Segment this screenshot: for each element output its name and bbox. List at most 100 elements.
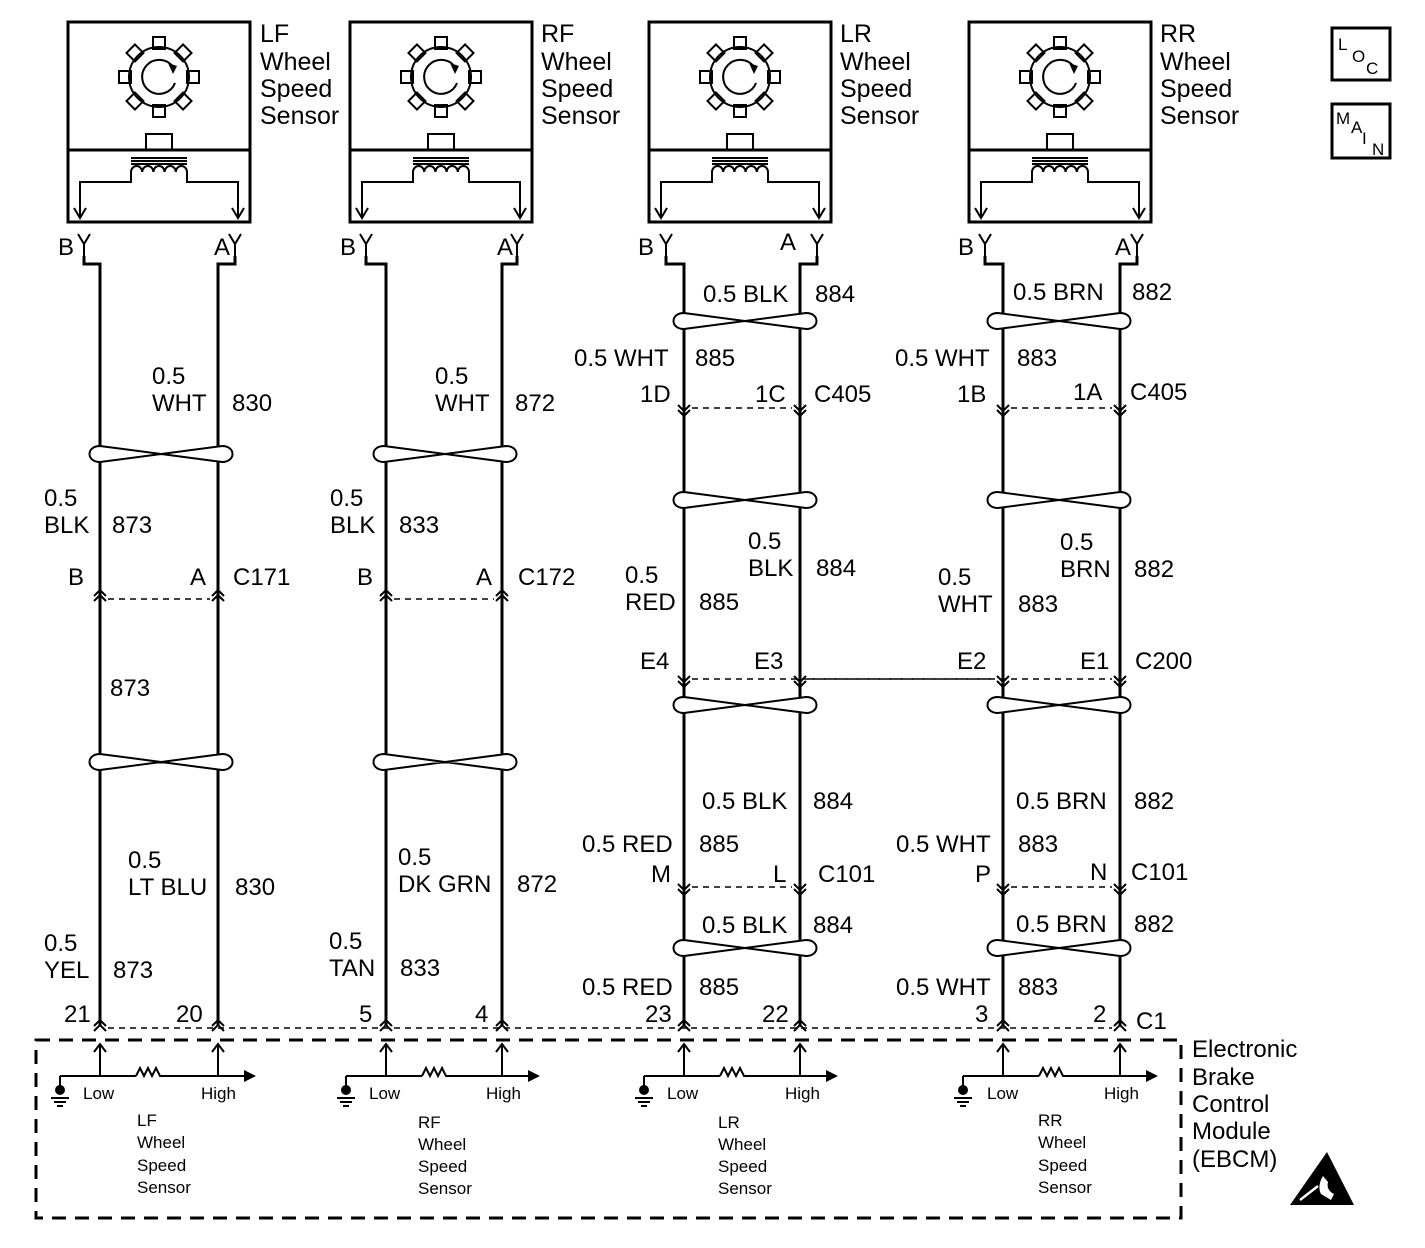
magnet-post bbox=[726, 133, 754, 151]
terminal-arrow-icon bbox=[654, 207, 826, 220]
connector-chevron bbox=[495, 588, 509, 602]
wire-size-label: 0.5 bbox=[44, 930, 77, 957]
twist-loop bbox=[88, 444, 234, 464]
arrow-head-icon bbox=[1069, 63, 1078, 74]
input-arrow-icon bbox=[793, 1042, 807, 1053]
gear-tooth-icon bbox=[173, 43, 193, 63]
coil-icon bbox=[711, 165, 769, 173]
connector-id-label: C101 bbox=[818, 861, 875, 888]
connector-chevron bbox=[793, 1018, 807, 1032]
magnet-post bbox=[145, 133, 173, 151]
sensor-title-line: LF bbox=[260, 20, 289, 48]
gear-tooth-icon bbox=[733, 36, 747, 50]
wire-color-label: TAN bbox=[329, 955, 375, 982]
gear-tooth-icon bbox=[706, 91, 726, 111]
wire-size-label: 0.5 bbox=[435, 363, 468, 390]
wire-color-label: LT BLU bbox=[128, 874, 207, 901]
sensor-terminal bbox=[810, 233, 824, 256]
gear-tooth-icon bbox=[407, 43, 427, 63]
circuit-number-label: 872 bbox=[517, 871, 557, 898]
connector-chevron bbox=[996, 1018, 1010, 1032]
rotation-arrow-icon bbox=[1042, 58, 1077, 95]
tone-wheel-icon bbox=[128, 46, 190, 108]
input-arrow-icon bbox=[1113, 1042, 1127, 1053]
connector-pin-label: 1C bbox=[755, 381, 786, 408]
badge-letter: M bbox=[1336, 109, 1350, 128]
connector-pin-label: P bbox=[975, 861, 991, 888]
circuit-number-label: 884 bbox=[816, 555, 856, 582]
circuit-number-label: 883 bbox=[1018, 974, 1058, 1001]
circuit-number-label: 885 bbox=[699, 974, 739, 1001]
low-wire bbox=[364, 256, 388, 1026]
ebcm-channel-label: Sensor bbox=[137, 1178, 191, 1197]
circuit-number-label: 882 bbox=[1134, 556, 1174, 583]
gear-tooth-icon bbox=[754, 43, 774, 63]
wire-label: 0.5 BRN bbox=[1016, 788, 1107, 815]
badge-letter: O bbox=[1352, 47, 1365, 66]
sensor-title-line: Speed bbox=[840, 75, 912, 103]
wire-color-label: YEL bbox=[44, 957, 89, 984]
ebcm-channel-label: Sensor bbox=[1038, 1178, 1092, 1197]
high-wire bbox=[1118, 256, 1139, 1026]
sensor-pin-a: A bbox=[1115, 234, 1131, 261]
high-input-label: High bbox=[785, 1084, 820, 1103]
ground-node-icon bbox=[639, 1085, 649, 1095]
coil-icon bbox=[412, 165, 470, 173]
twist-loop bbox=[672, 938, 818, 958]
ebcm-channel-label: Sensor bbox=[718, 1179, 772, 1198]
esd-warning-icon bbox=[1290, 1152, 1354, 1205]
ground-node-icon bbox=[958, 1085, 968, 1095]
twist-loop bbox=[986, 695, 1132, 715]
sensor-housing bbox=[348, 20, 534, 224]
connector-chevron bbox=[793, 883, 807, 897]
connector-chevron bbox=[677, 404, 691, 418]
connector-chevron bbox=[1113, 1018, 1127, 1032]
coil-icon bbox=[130, 165, 188, 173]
coil-lead bbox=[361, 172, 521, 216]
connector-chevron bbox=[495, 1018, 509, 1032]
gear-tooth-icon bbox=[434, 104, 448, 118]
ebcm-module: Electronic Brake Control Module (EBCM) L… bbox=[34, 1036, 1297, 1220]
rf-wiring-labels: 0.5 WHT 872 0.5 BLK 833 B A C172 0.5 DK … bbox=[329, 363, 575, 1028]
low-wire bbox=[983, 256, 1005, 1026]
connector-id-label: C172 bbox=[518, 564, 575, 591]
gear-tooth-icon bbox=[767, 70, 781, 84]
sensor-lr: LR Wheel Speed Sensor B A bbox=[638, 20, 919, 261]
circuit-number-label: 873 bbox=[113, 957, 153, 984]
output-arrow-icon bbox=[1146, 1070, 1158, 1082]
high-wire bbox=[500, 256, 519, 1026]
connector-id-label: C171 bbox=[233, 564, 290, 591]
sensor-title-line: Sensor bbox=[1160, 102, 1239, 130]
twisted-pair-icon bbox=[88, 444, 234, 464]
sensor-pin-a: A bbox=[780, 229, 796, 256]
connector-chevron bbox=[996, 404, 1010, 418]
terminal-arrow-icon bbox=[73, 207, 245, 220]
ebcm-channel-label: Speed bbox=[418, 1157, 467, 1176]
connector-pin-label: E1 bbox=[1080, 648, 1109, 675]
wire-label: 0.5 BLK bbox=[703, 281, 788, 308]
sensor-title-line: Speed bbox=[541, 75, 613, 103]
circuit-number-label: 872 bbox=[515, 390, 555, 417]
sensor-terminal bbox=[77, 233, 91, 256]
twist-loop bbox=[986, 490, 1132, 510]
circuit-number-label: 883 bbox=[1018, 591, 1058, 618]
gear-tooth-icon bbox=[706, 43, 726, 63]
ebcm-channel-label: LF bbox=[137, 1111, 157, 1130]
loc-badge[interactable]: L O C bbox=[1330, 26, 1392, 82]
badge-letter: I bbox=[1362, 129, 1367, 148]
input-arrow-icon bbox=[495, 1042, 509, 1053]
output-arrow-icon bbox=[826, 1070, 838, 1082]
gear-tooth-icon bbox=[152, 104, 166, 118]
input-arrow-icon bbox=[677, 1042, 691, 1053]
sensor-title-line: RR bbox=[1160, 20, 1196, 48]
twisted-pair-icon bbox=[986, 938, 1132, 958]
main-badge[interactable]: M A I N bbox=[1330, 102, 1392, 160]
wire-size-label: 0.5 bbox=[44, 485, 77, 512]
high-input-label: High bbox=[486, 1084, 521, 1103]
circuit-number-label: 882 bbox=[1132, 279, 1172, 306]
circuit-number-label: 882 bbox=[1134, 911, 1174, 938]
badge-letter: L bbox=[1338, 35, 1347, 54]
twist-loop bbox=[672, 490, 818, 510]
twist-loop bbox=[672, 311, 818, 331]
